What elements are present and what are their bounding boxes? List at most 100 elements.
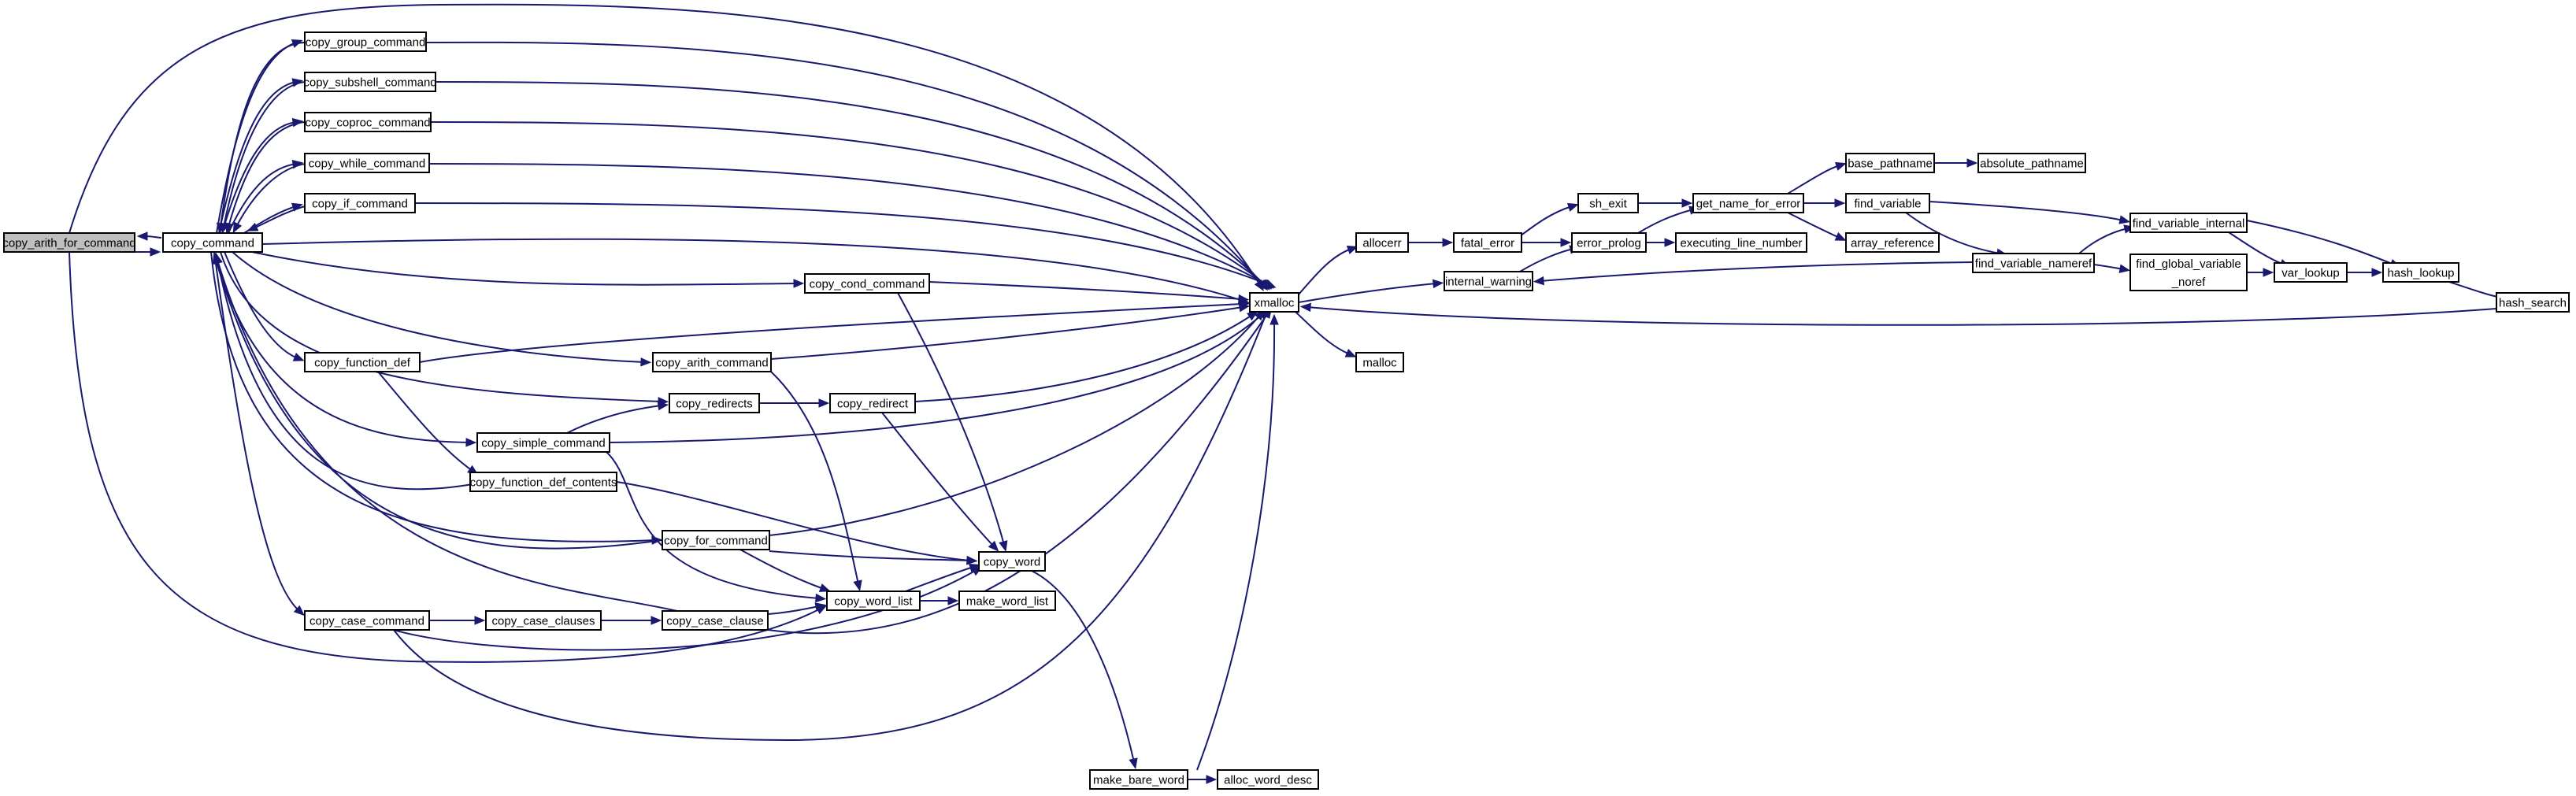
node-label: var_lookup — [2281, 267, 2339, 280]
edge-copy-arith-for-command-to-copy-command — [134, 247, 161, 257]
node-copy-if-command[interactable]: copy_if_command — [304, 193, 416, 213]
node-array-reference[interactable]: array_reference — [1845, 232, 1940, 253]
edge-copy-function-def-contents-to-copy-word — [616, 481, 978, 565]
node-box — [304, 112, 432, 132]
edge-xmalloc-to-malloc-line — [1295, 311, 1351, 355]
edge-var-lookup-to-hash-lookup-arrowhead — [2371, 268, 2383, 277]
node-copy-case-clause[interactable]: copy_case_clause — [662, 610, 769, 631]
edge-find-variable-to-find-variable-nameref-line — [1905, 212, 2001, 254]
node-executing-line-number[interactable]: executing_line_number — [1675, 232, 1807, 253]
node-copy-cond-command[interactable]: copy_cond_command — [804, 273, 930, 294]
edge-copy-word-list-to-copy-word-line — [905, 566, 974, 592]
node-make-bare-word[interactable]: make_bare_word — [1089, 769, 1188, 790]
node-alloc-word-desc[interactable]: alloc_word_desc — [1217, 769, 1319, 790]
edge-copy-subshell-command-to-xmalloc — [435, 81, 1270, 291]
node-copy-word-list[interactable]: copy_word_list — [826, 591, 921, 611]
node-box — [1845, 153, 1935, 173]
node-copy-coproc-command[interactable]: copy_coproc_command — [304, 112, 432, 132]
node-copy-redirects[interactable]: copy_redirects — [669, 393, 760, 413]
node-box — [1444, 271, 1533, 291]
edge-copy-command-to-copy-function-def-arrowhead — [292, 352, 305, 361]
node-copy-subshell-command[interactable]: copy_subshell_command — [303, 72, 437, 92]
node-absolute-pathname[interactable]: absolute_pathname — [1977, 153, 2086, 173]
edge-copy-command-to-copy-subshell-command — [218, 78, 304, 234]
edge-copy-command-to-copy-redirects — [220, 251, 669, 406]
node-box — [1355, 232, 1409, 253]
node-malloc[interactable]: malloc — [1355, 352, 1404, 372]
node-base-pathname[interactable]: base_pathname — [1845, 153, 1935, 173]
edge-copy-case-clause-to-copy-word-list-line — [767, 605, 820, 615]
edge-copy-for-command-to-copy-word-list — [739, 549, 831, 592]
node-label: copy_word_list — [834, 595, 913, 609]
edge-copy-command-to-copy-arith-for-command-arrowhead — [136, 231, 148, 241]
node-error-prolog[interactable]: error_prolog — [1571, 232, 1647, 253]
edge-copy-simple-command-to-xmalloc — [609, 308, 1269, 443]
edge-copy-for-command-to-copy-command — [212, 253, 663, 550]
edge-make-bare-word-to-xmalloc — [1196, 313, 1279, 771]
node-copy-word[interactable]: copy_word — [978, 551, 1046, 572]
node-label: copy_simple_command — [481, 437, 606, 450]
edge-copy-word-list-to-make-word-list — [920, 596, 959, 605]
node-box — [2129, 213, 2248, 233]
node-allocerr[interactable]: allocerr — [1355, 232, 1409, 253]
node-copy-command[interactable]: copy_command — [162, 232, 263, 253]
node-box — [1453, 232, 1522, 253]
edge-make-bare-word-to-xmalloc-arrowhead — [1269, 313, 1279, 325]
edge-copy-case-clause-to-copy-word-list-arrowhead — [814, 602, 827, 612]
edge-find-variable-nameref-to-find-global-variable-noref-arrowhead — [2118, 264, 2131, 273]
edge-make-bare-word-to-xmalloc-line — [1196, 320, 1276, 771]
edge-copy-coproc-command-to-copy-command-arrowhead — [224, 222, 234, 234]
edge-copy-function-def-contents-to-copy-command-line — [217, 259, 473, 491]
edge-copy-function-def-contents-to-copy-word-line — [616, 481, 971, 561]
node-copy-arith-for-command[interactable]: copy_arith_for_command — [2, 232, 136, 253]
edge-copy-for-command-to-copy-word-line — [769, 550, 971, 561]
node-find-global-variable-noref[interactable]: find_global_variable_noref — [2129, 254, 2248, 291]
node-label: copy_while_command — [309, 157, 425, 171]
edge-find-variable-internal-to-hash-lookup-line — [2246, 220, 2395, 265]
node-copy-group-command[interactable]: copy_group_command — [304, 31, 427, 52]
node-label: copy_function_def — [314, 357, 411, 370]
node-copy-redirect[interactable]: copy_redirect — [829, 393, 916, 413]
edge-copy-command-to-copy-function-def-line — [224, 251, 298, 359]
node-box — [978, 551, 1046, 572]
node-find-variable[interactable]: find_variable — [1845, 193, 1930, 213]
node-sh-exit[interactable]: sh_exit — [1577, 193, 1639, 213]
edge-copy-command-to-copy-cond-command-line — [251, 251, 798, 286]
node-fatal-error[interactable]: fatal_error — [1453, 232, 1522, 253]
edge-copy-for-command-to-copy-word-list-line — [739, 549, 825, 590]
node-copy-function-def[interactable]: copy_function_def — [304, 352, 421, 372]
node-hash-lookup[interactable]: hash_lookup — [2382, 262, 2459, 283]
edge-find-variable-nameref-to-find-global-variable-noref — [2093, 264, 2131, 273]
node-copy-arith-command[interactable]: copy_arith_command — [652, 352, 772, 372]
node-var-lookup[interactable]: var_lookup — [2274, 262, 2348, 283]
node-box — [469, 472, 617, 492]
node-xmalloc[interactable]: xmalloc — [1249, 292, 1299, 313]
node-find-variable-nameref[interactable]: find_variable_nameref — [1972, 253, 2095, 273]
node-copy-case-clauses[interactable]: copy_case_clauses — [485, 610, 602, 631]
node-hash-search[interactable]: hash_search — [2496, 292, 2570, 313]
edge-copy-cond-command-to-xmalloc — [928, 281, 1250, 304]
node-label: xmalloc — [1255, 297, 1295, 310]
edge-get-name-for-error-to-find-variable — [1803, 198, 1846, 208]
edge-copy-simple-command-to-copy-word-list — [606, 451, 827, 603]
node-label: find_variable_internal — [2133, 217, 2245, 231]
edge-copy-function-def-to-copy-function-def-contents-line — [377, 371, 473, 472]
node-find-variable-internal[interactable]: find_variable_internal — [2129, 213, 2248, 233]
edge-base-pathname-to-absolute-pathname — [1933, 158, 1978, 168]
node-copy-while-command[interactable]: copy_while_command — [304, 153, 430, 173]
node-copy-function-def-contents[interactable]: copy_function_def_contents — [469, 472, 617, 492]
edge-copy-case-command-to-copy-case-clauses-arrowhead — [474, 616, 486, 625]
edge-copy-group-command-to-copy-command — [216, 42, 306, 235]
edge-xmalloc-to-internal-warning-line — [1298, 283, 1437, 303]
node-box — [1217, 769, 1319, 790]
node-internal-warning[interactable]: internal_warning — [1444, 271, 1533, 291]
node-copy-for-command[interactable]: copy_for_command — [662, 530, 770, 550]
node-make-word-list[interactable]: make_word_list — [958, 591, 1056, 611]
node-get-name-for-error[interactable]: get_name_for_error — [1692, 193, 1804, 213]
node-box — [2382, 262, 2459, 283]
node-copy-case-command[interactable]: copy_case_command — [304, 610, 430, 631]
edge-get-name-for-error-to-find-variable-arrowhead — [1834, 198, 1846, 208]
edge-copy-command-to-copy-arith-command-arrowhead — [640, 357, 652, 367]
edge-copy-redirect-to-xmalloc-line — [914, 314, 1253, 402]
node-copy-simple-command[interactable]: copy_simple_command — [476, 432, 610, 453]
